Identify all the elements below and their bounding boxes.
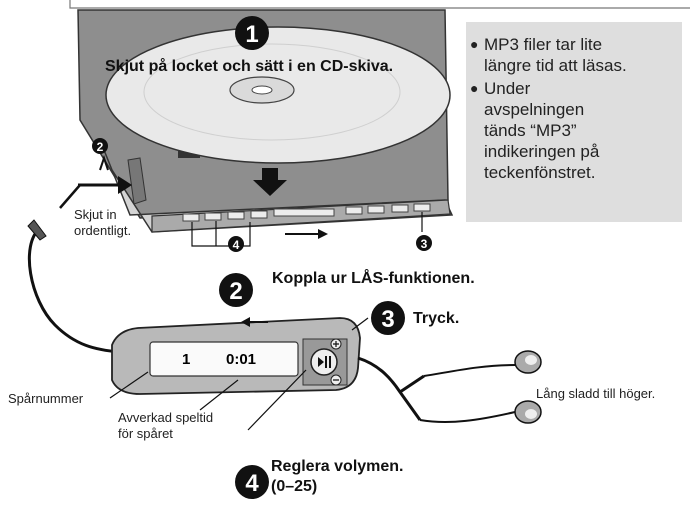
svg-text:1: 1 [245,21,258,48]
bullet-icon: ● [470,80,479,96]
display-track-number: 1 [182,351,190,368]
insert-arrow [253,168,287,196]
cd-disc [105,26,451,164]
remote-control [111,317,361,395]
svg-text:3: 3 [421,237,428,251]
earphones [514,350,542,424]
svg-text:3: 3 [381,306,394,333]
step-badge-2: 2 [219,273,253,307]
remote-display [149,341,299,377]
frame-line [69,0,690,9]
lid-arrow [99,154,109,171]
callout-badge-4: 4 [228,236,244,252]
step-1-instruction: Skjut på locket och sätt i en CD-skiva. [105,58,394,75]
elapsed-time-label-line1: Avverkad speltid [118,410,214,425]
info-item-mp3-loading: ● MP3 filer tar lite längre tid att läsa… [470,35,627,75]
step-3-instruction: Tryck. [413,310,460,327]
svg-text:4: 4 [245,470,259,497]
info-item-mp3-indicator: ● Under avspelningen tänds “MP3” indiker… [470,79,600,182]
track-number-label: Spårnummer [8,391,84,406]
push-in-label-line2: ordentligt. [74,223,132,238]
svg-text:2: 2 [229,278,242,305]
push-in-label-line1: Skjut in [74,207,117,222]
jack-plug [27,219,47,241]
step-2-instruction: Koppla ur LÅS-funktionen. [272,270,475,287]
step-badge-4: 4 [235,465,269,499]
svg-text:4: 4 [233,238,240,252]
step-badge-3: 3 [371,301,405,335]
headphone-jack [127,157,147,205]
long-cord-label: Lång sladd till höger. [536,386,656,401]
step-4-range: (0–25) [271,478,318,495]
elapsed-time-label-line2: för spåret [118,426,173,441]
display-elapsed-time: 0:01 [226,351,256,368]
step-badge-1: 1 [235,16,269,50]
callout-badge-2: 2 [92,138,108,154]
front-buttons [182,203,431,222]
svg-text:2: 2 [97,140,104,154]
bullet-icon: ● [470,36,479,52]
step-4-instruction: Reglera volymen. [271,458,404,475]
earphone-cable [357,356,425,421]
callout-badge-3: 3 [416,235,432,251]
remote-cable [27,226,121,354]
info-box: ● MP3 filer tar lite längre tid att läsa… [466,22,682,222]
